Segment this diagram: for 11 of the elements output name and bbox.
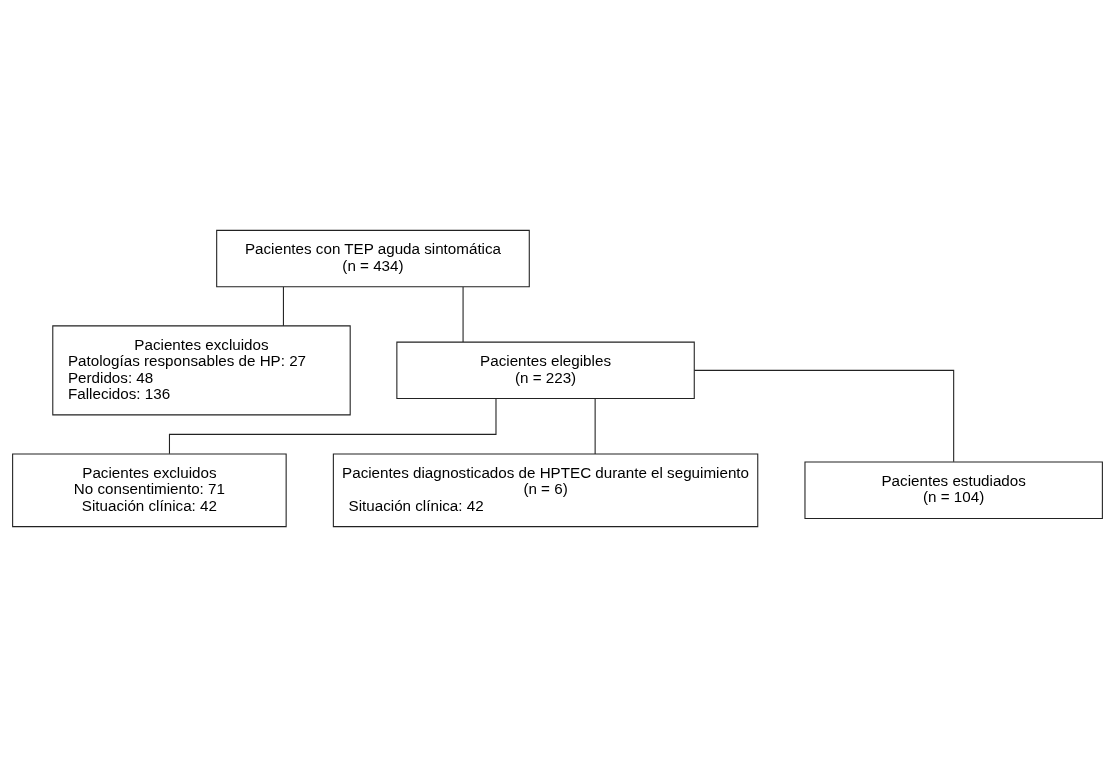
connector: [282, 286, 284, 327]
node-box: Pacientes con TEP aguda sintomática (n = 434): [216, 229, 530, 288]
connector: [693, 369, 955, 463]
node-box: Pacientes diagnosticados de HPTEC durante el seguimiento (n = 6) Situación clínica: 42: [332, 453, 759, 528]
node-box: Pacientes excluidos Patologías responsables de HP: 27 Perdidos: 48 Fallecidos: 136: [52, 325, 351, 416]
node-box: Pacientes elegibles (n = 223): [396, 341, 695, 400]
connector: [594, 398, 596, 455]
node-box: Pacientes estudiados (n = 104): [804, 461, 1103, 520]
connector: [168, 398, 497, 455]
node-box: Pacientes excluidos No consentimiento: 71 Situación clínica: 42: [12, 453, 287, 528]
connector: [462, 286, 464, 343]
